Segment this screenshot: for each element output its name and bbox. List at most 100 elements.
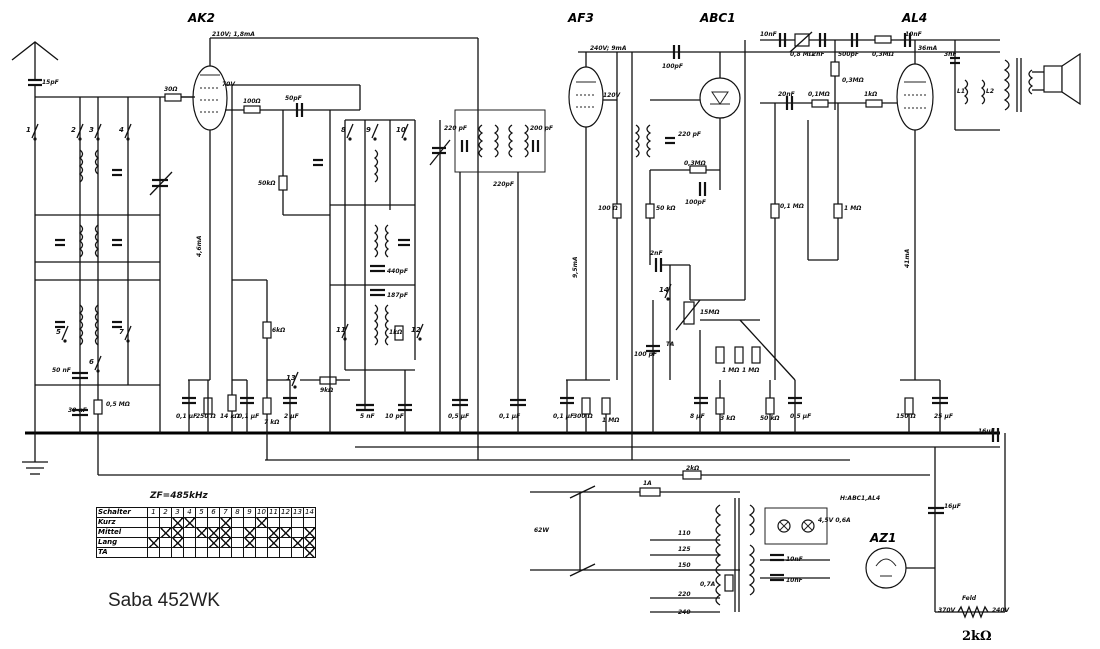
if-transformer-1 [454, 109, 546, 173]
r150-label: 150 Ω [896, 413, 916, 420]
c3nf-label: 3nF [944, 51, 957, 58]
c2nf-label: 2nF [650, 250, 663, 257]
fuse2-label: 0,7A [700, 581, 716, 588]
switch-cell [267, 547, 280, 558]
r1md-label: 1 MΩ [602, 417, 619, 424]
c5n-label: 5 nF [360, 413, 376, 420]
r100o-label: 100 Ω [598, 205, 618, 212]
r250-label: 250 Ω [196, 413, 216, 420]
switch-cell [171, 547, 184, 558]
tap-125-label: 125 [678, 546, 691, 553]
switch-cell [231, 547, 244, 558]
switch-row-label: Kurz [96, 517, 148, 528]
r50k3-label: 50 kΩ [760, 415, 780, 422]
c01b-label: 0,1 µF [238, 413, 260, 420]
switch-column-header: 6 [207, 507, 220, 518]
switch-cell [267, 537, 280, 548]
tap-220-label: 220 [678, 591, 691, 598]
lamp-label: 4,5V 0,6A [818, 517, 851, 524]
field-label: Feld [962, 595, 977, 602]
c30n-label: 30 nF [68, 407, 88, 414]
l1-label: L1 [957, 88, 965, 95]
c50p-label: 50pF [285, 95, 303, 102]
switch-cell [195, 547, 208, 558]
r15m-label: 15MΩ [700, 309, 719, 316]
switch-cell [159, 527, 172, 538]
switch-cell [279, 517, 292, 528]
switch-contact: 2 [71, 123, 84, 141]
switch-cell [171, 517, 184, 528]
switch-column-header: 1 [147, 507, 160, 518]
switch-cell [279, 527, 292, 538]
switch-contact: 4 [119, 123, 132, 141]
r50k-label: 50kΩ [258, 180, 275, 187]
c05b-label: 0,5 µF [448, 413, 470, 420]
switch-table-row: TA [96, 547, 316, 558]
c100b-label: 100pF [685, 199, 707, 206]
c16u2-label: 16µF [944, 503, 962, 510]
az1-tube [865, 547, 907, 589]
r3k-label: 3 kΩ [720, 415, 735, 422]
switch-table-row: Lang [96, 537, 316, 548]
switch-cell [279, 547, 292, 558]
switch-column-header: 11 [267, 507, 280, 518]
switch-row-label: Lang [96, 537, 148, 548]
switch-column-header: 9 [243, 507, 256, 518]
schematic-title: Saba 452WK [108, 590, 220, 611]
switch-contact: 3 [89, 123, 102, 141]
r1k-label: 1kΩ [864, 91, 877, 98]
input-coil-section [35, 96, 195, 433]
r1m-b-label: 1 MΩ [742, 367, 759, 374]
switch-number-label: 10 [396, 126, 406, 134]
antenna-icon [11, 41, 59, 433]
tap-240-label: 240 [678, 609, 691, 616]
switch-contact: 6 [89, 355, 102, 373]
switch-cell [183, 517, 196, 528]
switch-cell [147, 517, 160, 528]
switch-cell [267, 517, 280, 528]
switch-cell [303, 527, 316, 538]
r300-label: 300 Ω [573, 413, 593, 420]
switch-number-label: 13 [286, 374, 296, 382]
heater-label: H:ABC1,AL4 [840, 495, 880, 502]
c10n3-label: 10nF [786, 556, 804, 563]
c220c-label: 220 pF [678, 131, 702, 138]
al4-anode-label: 36mA [918, 45, 938, 52]
c25u-label: 25 µF [934, 413, 954, 420]
switch-contact: 14 [659, 283, 672, 301]
v240-label: 240V [992, 607, 1011, 614]
c100c-label: 100 pF [634, 351, 658, 358]
r08-label: 0,8 MΩ [790, 51, 814, 58]
c500-label: 500pF [838, 51, 860, 58]
switch-cell [255, 527, 268, 538]
switch-number-label: 9 [366, 126, 371, 134]
fuse-label: 1A [643, 480, 652, 487]
r100-label: 100Ω [243, 98, 261, 105]
r7k-label: 7 kΩ [264, 419, 279, 426]
switch-number-label: 5 [56, 328, 61, 336]
switch-number-label: 1 [26, 126, 31, 134]
switch-cell [183, 527, 196, 538]
switch-column-header: 8 [231, 507, 244, 518]
switch-number-label: 6 [89, 358, 94, 366]
c01a-label: 0,1 µF [176, 413, 198, 420]
al4-current-label: 41mA [904, 248, 911, 268]
ak2-anode-label: 210V; 1,8mA [212, 31, 255, 38]
switch-cell [243, 527, 256, 538]
switch-column-header: 5 [195, 507, 208, 518]
switch-table-row: Mittel [96, 527, 316, 538]
r1mc-label: 1 MΩ [844, 205, 861, 212]
r30-label: 30Ω [164, 86, 177, 93]
switch-cell [159, 547, 172, 558]
r50k2-label: 50 kΩ [656, 205, 676, 212]
switch-column-header: 10 [255, 507, 268, 518]
af3-anode-label: 240V; 9mA [590, 45, 627, 52]
c2n2-label: 2nF [812, 51, 825, 58]
switch-cell [243, 547, 256, 558]
switch-cell [303, 537, 316, 548]
switch-cell [291, 517, 304, 528]
al4-label: AL4 [901, 11, 927, 25]
c2u-label: 2 µF [284, 413, 300, 420]
